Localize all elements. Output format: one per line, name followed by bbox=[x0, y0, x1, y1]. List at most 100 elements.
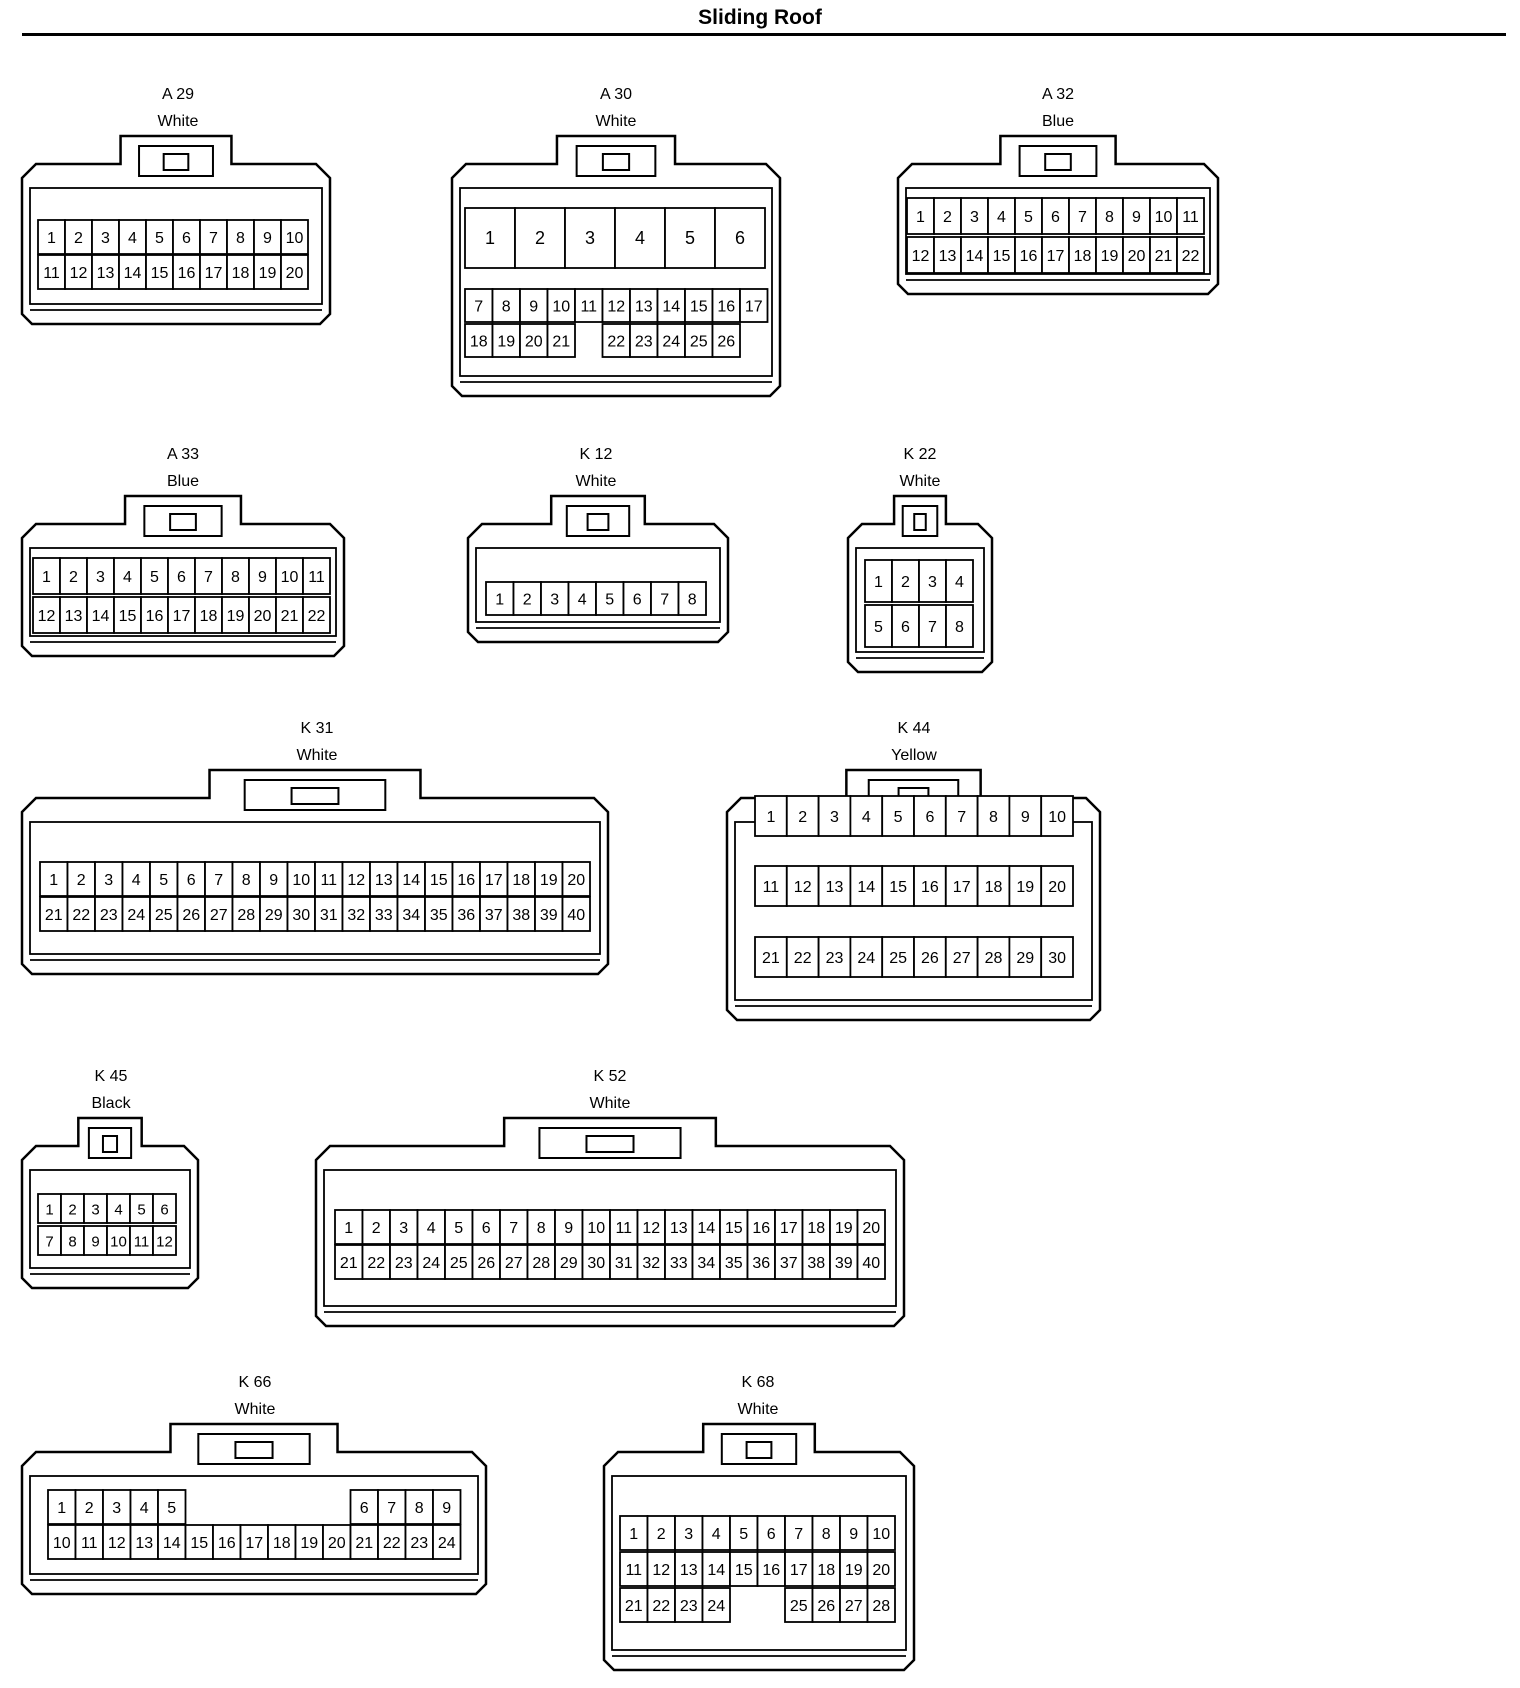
svg-text:1: 1 bbox=[42, 569, 51, 586]
svg-text:14: 14 bbox=[857, 879, 875, 896]
svg-text:7: 7 bbox=[509, 1220, 518, 1237]
svg-text:11: 11 bbox=[43, 265, 60, 282]
connector-k12-id: K 12 bbox=[579, 446, 613, 463]
svg-text:17: 17 bbox=[485, 872, 503, 889]
svg-text:9: 9 bbox=[529, 299, 538, 316]
svg-text:8: 8 bbox=[822, 1526, 831, 1543]
pin-k12-8: 8 bbox=[677, 581, 707, 616]
pin-a29-2: 2 bbox=[64, 219, 93, 255]
svg-text:11: 11 bbox=[81, 1535, 98, 1552]
svg-text:19: 19 bbox=[835, 1220, 853, 1237]
pin-a33-1: 1 bbox=[32, 557, 61, 595]
svg-text:6: 6 bbox=[1051, 209, 1060, 226]
latch-tab bbox=[101, 1135, 119, 1153]
pin-k66-4: 4 bbox=[129, 1489, 159, 1525]
svg-text:15: 15 bbox=[889, 879, 907, 896]
svg-text:11: 11 bbox=[763, 879, 780, 896]
svg-text:8: 8 bbox=[688, 592, 697, 609]
pin-a30-22: 22 bbox=[601, 323, 631, 358]
pin-k66-24: 24 bbox=[432, 1524, 462, 1560]
pin-k31-32: 32 bbox=[341, 896, 371, 932]
svg-text:14: 14 bbox=[707, 1562, 725, 1579]
svg-text:10: 10 bbox=[292, 872, 310, 889]
pin-k68-5: 5 bbox=[729, 1515, 759, 1551]
svg-text:21: 21 bbox=[552, 334, 570, 351]
svg-text:11: 11 bbox=[308, 569, 325, 586]
svg-text:38: 38 bbox=[807, 1255, 825, 1272]
pin-k31-4: 4 bbox=[121, 861, 151, 897]
connector-k44-id: K 44 bbox=[897, 720, 931, 737]
latch bbox=[1018, 145, 1098, 177]
svg-text:29: 29 bbox=[1016, 950, 1034, 967]
pin-k68-14: 14 bbox=[701, 1551, 731, 1587]
pin-k68-15: 15 bbox=[729, 1551, 759, 1587]
connector-k31-color: White bbox=[296, 747, 338, 764]
pin-a29-12: 12 bbox=[64, 254, 93, 290]
pin-k12-4: 4 bbox=[567, 581, 597, 616]
svg-text:35: 35 bbox=[430, 907, 448, 924]
svg-text:8: 8 bbox=[242, 872, 251, 889]
pin-k44-10: 10 bbox=[1040, 795, 1074, 837]
svg-text:27: 27 bbox=[953, 950, 971, 967]
svg-text:4: 4 bbox=[123, 569, 132, 586]
svg-text:10: 10 bbox=[53, 1535, 71, 1552]
pin-a33-2: 2 bbox=[59, 557, 88, 595]
pin-k52-38: 38 bbox=[801, 1244, 831, 1280]
svg-text:9: 9 bbox=[1132, 209, 1141, 226]
pin-a32-10: 10 bbox=[1149, 197, 1178, 235]
svg-text:22: 22 bbox=[652, 1598, 670, 1615]
svg-text:12: 12 bbox=[607, 299, 625, 316]
svg-text:10: 10 bbox=[281, 569, 299, 586]
pin-k31-36: 36 bbox=[451, 896, 481, 932]
pin-k45-7: 7 bbox=[37, 1225, 62, 1256]
pin-k22-4: 4 bbox=[945, 559, 974, 603]
svg-text:13: 13 bbox=[635, 299, 653, 316]
pin-k31-30: 30 bbox=[286, 896, 316, 932]
pin-k66-9: 9 bbox=[432, 1489, 462, 1525]
svg-text:6: 6 bbox=[187, 872, 196, 889]
svg-text:3: 3 bbox=[101, 230, 110, 247]
pin-a33-11: 11 bbox=[302, 557, 331, 595]
svg-text:24: 24 bbox=[438, 1535, 456, 1552]
pin-a33-14: 14 bbox=[86, 596, 115, 634]
housing-outline bbox=[20, 1422, 488, 1596]
svg-text:4: 4 bbox=[955, 574, 964, 591]
svg-text:7: 7 bbox=[928, 619, 937, 636]
svg-text:21: 21 bbox=[625, 1598, 643, 1615]
svg-text:6: 6 bbox=[901, 619, 910, 636]
svg-text:12: 12 bbox=[652, 1562, 670, 1579]
pin-k68-21: 21 bbox=[619, 1587, 649, 1623]
pin-k68-11: 11 bbox=[619, 1551, 649, 1587]
pin-a33-6: 6 bbox=[167, 557, 196, 595]
svg-text:15: 15 bbox=[690, 299, 708, 316]
svg-text:13: 13 bbox=[680, 1562, 698, 1579]
pin-a33-13: 13 bbox=[59, 596, 88, 634]
pin-k44-21: 21 bbox=[754, 936, 788, 978]
svg-text:4: 4 bbox=[712, 1526, 721, 1543]
svg-text:12: 12 bbox=[642, 1220, 660, 1237]
page-title: Sliding Roof bbox=[698, 6, 822, 29]
svg-text:26: 26 bbox=[717, 334, 735, 351]
svg-text:19: 19 bbox=[497, 334, 515, 351]
connector-k22-id: K 22 bbox=[903, 446, 937, 463]
pin-k66-19: 19 bbox=[294, 1524, 324, 1560]
svg-text:25: 25 bbox=[450, 1255, 468, 1272]
housing-outline bbox=[20, 494, 346, 658]
svg-text:5: 5 bbox=[150, 569, 159, 586]
svg-text:7: 7 bbox=[214, 872, 223, 889]
pin-k52-15: 15 bbox=[719, 1209, 749, 1245]
pin-k22-3: 3 bbox=[918, 559, 947, 603]
pin-a32-16: 16 bbox=[1014, 236, 1043, 274]
pin-a29-20: 20 bbox=[280, 254, 309, 290]
pin-k66-14: 14 bbox=[157, 1524, 187, 1560]
pin-a30-13: 13 bbox=[629, 288, 659, 323]
pin-k68-27: 27 bbox=[839, 1587, 869, 1623]
svg-text:6: 6 bbox=[160, 1202, 168, 1219]
pin-a29-18: 18 bbox=[226, 254, 255, 290]
svg-text:16: 16 bbox=[1020, 248, 1038, 265]
pin-k68-7: 7 bbox=[784, 1515, 814, 1551]
svg-text:5: 5 bbox=[159, 872, 168, 889]
